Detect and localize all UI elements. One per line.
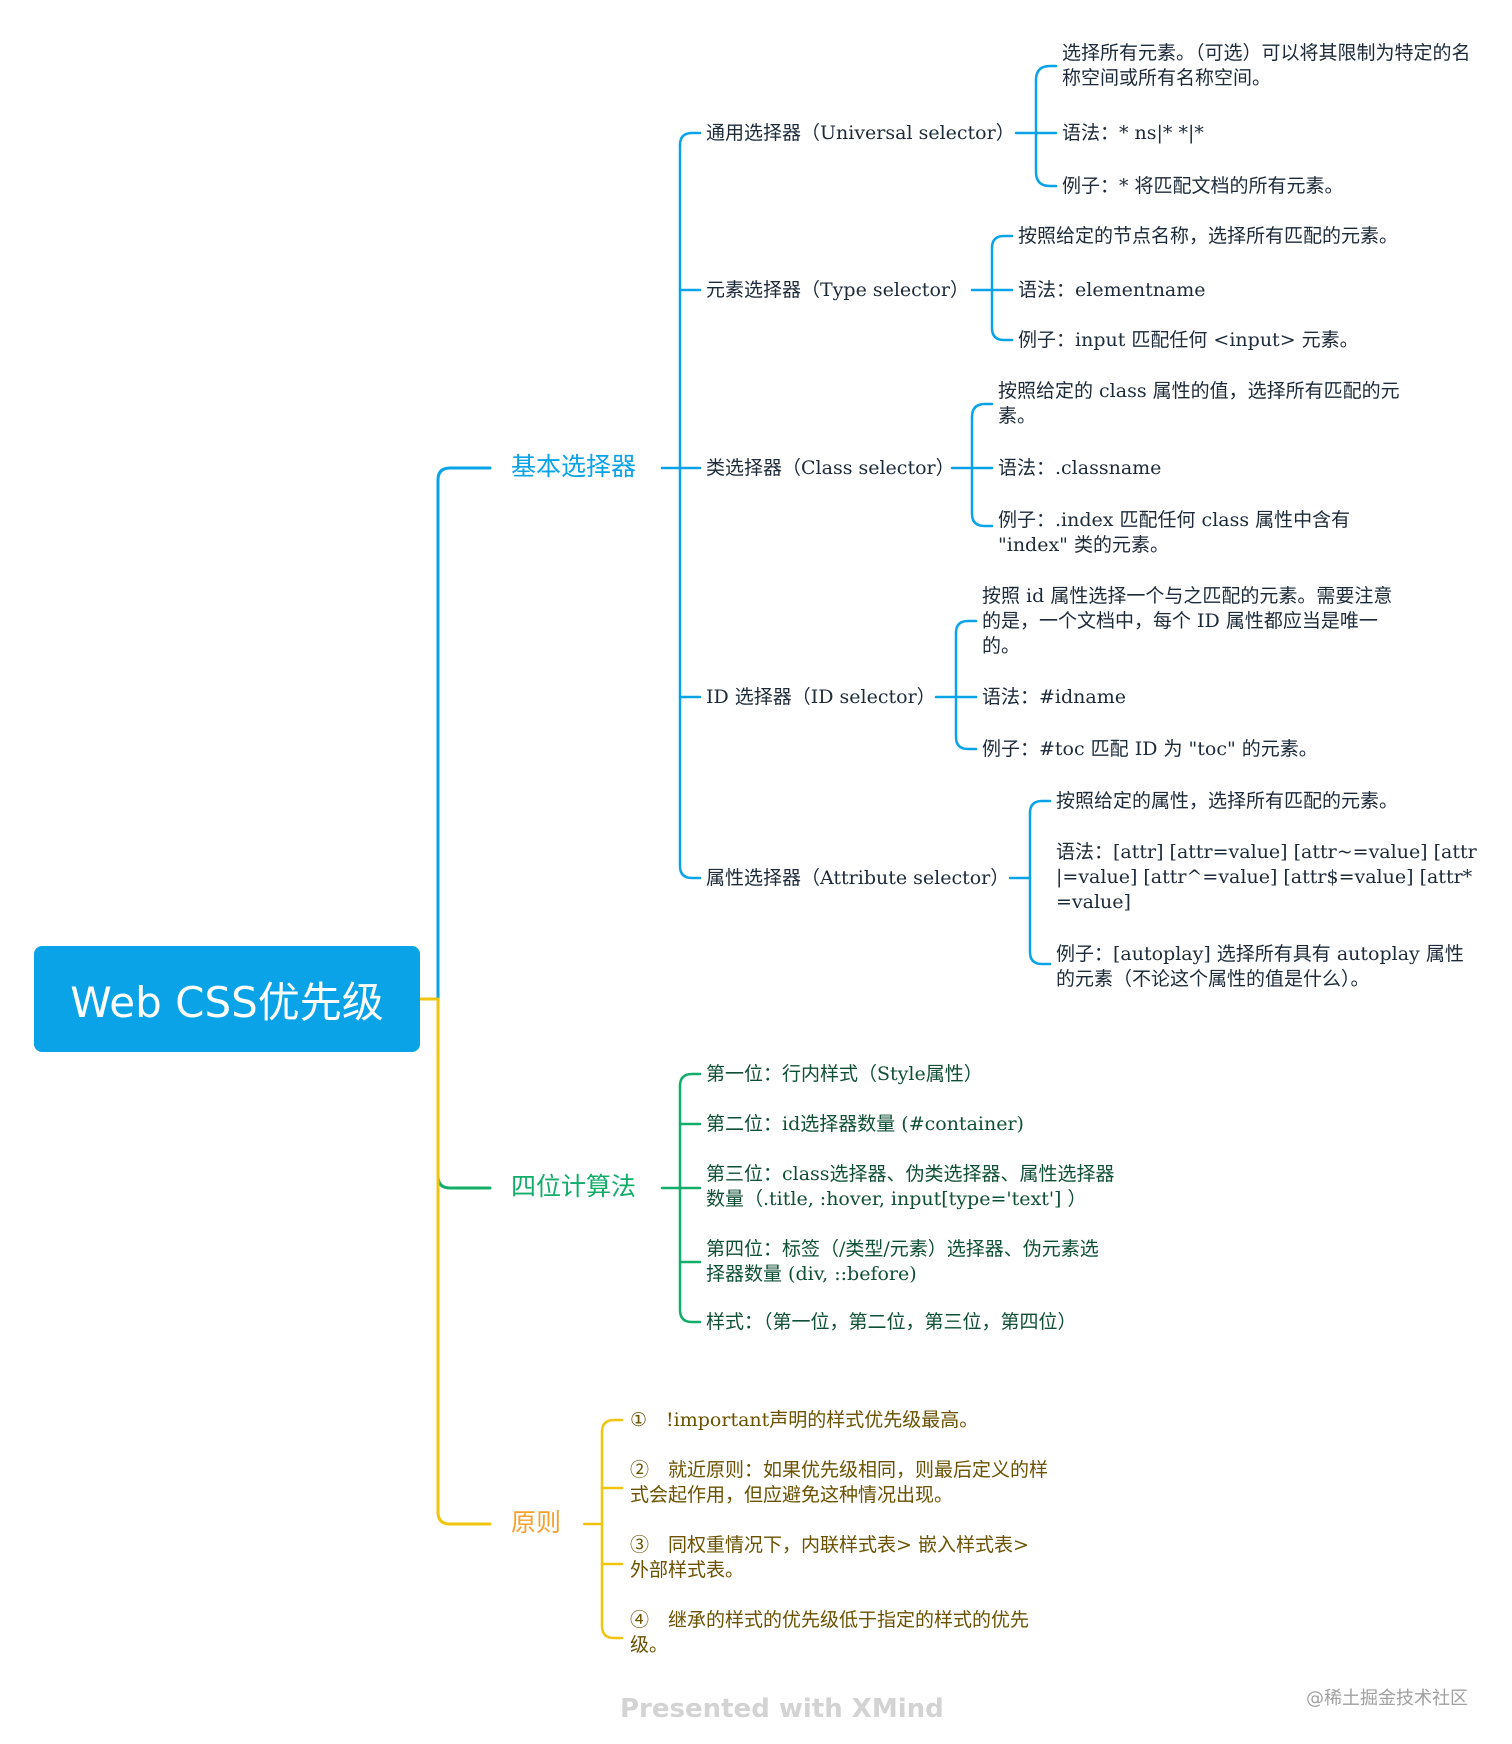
branch-basic-selectors[interactable]: 基本选择器: [511, 452, 637, 481]
principle-4[interactable]: ④ 继承的样式的优先级低于指定的样式的优先级。: [630, 1609, 1030, 1656]
universal-syntax: 语法：* ns|* *|*: [1062, 122, 1204, 144]
node-class-selector[interactable]: 类选择器（Class selector）: [706, 457, 955, 479]
four-item-1[interactable]: 第一位：行内样式（Style属性）: [706, 1063, 983, 1085]
node-id-selector[interactable]: ID 选择器（ID selector）: [706, 686, 936, 708]
root-node[interactable]: Web CSS优先级: [34, 946, 420, 1052]
node-type-selector[interactable]: 元素选择器（Type selector）: [706, 279, 969, 301]
four-connectors: [660, 1072, 702, 1324]
connector-four: [436, 997, 492, 1190]
attribute-example: 例子：[autoplay] 选择所有具有 autoplay 属性的元素（不论这个…: [1056, 943, 1464, 990]
universal-desc: 选择所有元素。（可选）可以将其限制为特定的名称空间或所有名称空间。: [1062, 42, 1471, 89]
node-universal-selector[interactable]: 通用选择器（Universal selector）: [706, 122, 1015, 144]
branch-four-digit-method[interactable]: 四位计算法: [511, 1172, 637, 1201]
id-example: 例子：#toc 匹配 ID 为 "toc" 的元素。: [982, 738, 1318, 760]
class-syntax: 语法：.classname: [998, 457, 1162, 479]
branch-principles[interactable]: 原则: [511, 1508, 562, 1537]
four-item-5[interactable]: 样式：（第一位，第二位，第三位，第四位）: [706, 1311, 1077, 1333]
connector-basic: [436, 466, 492, 1001]
id-desc: 按照 id 属性选择一个与之匹配的元素。需要注意的是，一个文档中，每个 ID 属…: [982, 585, 1393, 657]
class-example: 例子：.index 匹配任何 class 属性中含有 "index" 类的元素。: [998, 509, 1351, 556]
type-example: 例子：input 匹配任何 <input> 元素。: [1018, 329, 1359, 351]
id-syntax: 语法：#idname: [982, 686, 1126, 708]
type-syntax: 语法：elementname: [1018, 279, 1206, 301]
type-desc: 按照给定的节点名称，选择所有匹配的元素。: [1018, 225, 1399, 247]
four-item-2[interactable]: 第二位：id选择器数量 (#container): [706, 1113, 1024, 1135]
four-item-3[interactable]: 第三位：class选择器、伪类选择器、属性选择器数量（.title, :hove…: [706, 1163, 1115, 1210]
root-title: Web CSS优先级: [70, 977, 384, 1027]
principle-1[interactable]: ① !important声明的样式优先级最高。: [630, 1409, 979, 1431]
node-attribute-selector[interactable]: 属性选择器（Attribute selector）: [706, 867, 1010, 889]
principle-3[interactable]: ③ 同权重情况下，内联样式表> 嵌入样式表> 外部样式表。: [630, 1534, 1029, 1581]
basic-connectors: [660, 64, 1058, 966]
attribute-syntax: 语法：[attr] [attr=value] [attr~=value] [at…: [1056, 841, 1477, 913]
connector-principle: [436, 997, 492, 1526]
universal-example: 例子：* 将匹配文档的所有元素。: [1062, 175, 1344, 197]
site-watermark: @稀土掘金技术社区: [1306, 1688, 1468, 1709]
presented-with-xmind: Presented with XMind: [620, 1694, 944, 1724]
class-desc: 按照给定的 class 属性的值，选择所有匹配的元素。: [998, 380, 1400, 427]
four-item-4[interactable]: 第四位：标签（/类型/元素）选择器、伪元素选择器数量 (div, ::befor…: [706, 1238, 1099, 1285]
principle-connectors: [582, 1418, 624, 1640]
principle-2[interactable]: ② 就近原则：如果优先级相同，则最后定义的样式会起作用，但应避免这种情况出现。: [630, 1459, 1049, 1506]
attribute-desc: 按照给定的属性，选择所有匹配的元素。: [1056, 790, 1399, 812]
